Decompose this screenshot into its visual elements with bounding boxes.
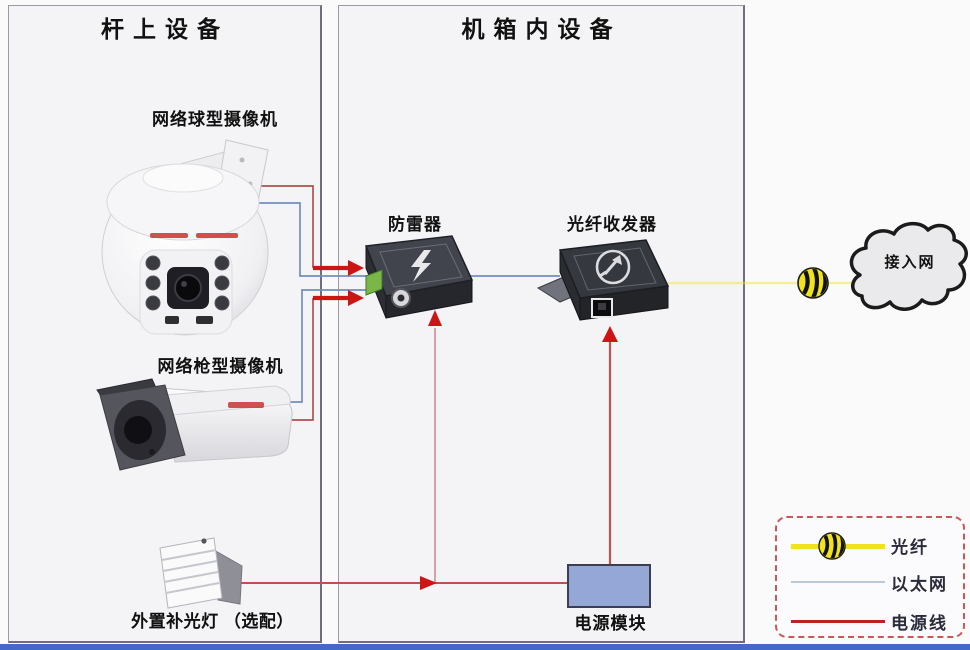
pole-panel-title: 杆上设备 (101, 16, 229, 42)
terminal-block (365, 269, 383, 296)
arrow-head-icon (602, 326, 618, 342)
power-line-dome (258, 185, 314, 268)
fiber-transceiver-illustration (536, 239, 670, 321)
access-network-label: 接入网 (884, 254, 936, 271)
power-arrows-into-surge (313, 260, 364, 306)
fill-light-illustration (159, 537, 243, 609)
dome-camera-label: 网络球型摄像机 (152, 110, 278, 129)
fiber-ball-icon (815, 529, 849, 563)
camera-branding-marks (228, 402, 264, 408)
arrow-head-icon (428, 310, 442, 326)
cabinet-equipment-panel (338, 5, 745, 643)
legend-item-ethernet: 以太网 (777, 567, 963, 597)
legend-label-power: 电源线 (891, 614, 948, 633)
bottom-blue-bar (0, 644, 970, 650)
power-distribution-lines (235, 310, 618, 590)
arrow-head-icon (348, 260, 364, 276)
power-line-swatch (791, 620, 885, 623)
surge-protector-illustration (364, 235, 474, 319)
legend-item-power: 电源线 (777, 606, 963, 636)
ethernet-line-bullet-to-surge (262, 289, 380, 403)
camera-lens (124, 416, 152, 444)
legend-item-fiber: 光纤 (777, 530, 963, 560)
camera-branding-marks (150, 233, 238, 238)
transfer-arrows-icon (595, 249, 631, 285)
fiber-transceiver-label: 光纤收发器 (567, 215, 657, 234)
arrow-head-icon (348, 290, 364, 306)
legend-label-ethernet: 以太网 (891, 575, 948, 594)
lightning-icon (411, 250, 431, 282)
camera-lens (174, 274, 202, 302)
power-module-label: 电源模块 (574, 614, 647, 633)
bullet-camera-illustration (96, 378, 293, 471)
ethernet-line-swatch (791, 581, 885, 583)
fill-light-label: 外置补光灯 （选配） (131, 612, 294, 631)
power-module-box (567, 564, 651, 608)
arrow-head-icon (420, 576, 437, 590)
fiber-ball-icon (798, 268, 828, 298)
cabinet-panel-title: 机箱内设备 (461, 16, 622, 42)
surge-protector-label: 防雷器 (388, 215, 442, 234)
legend-label-fiber: 光纤 (891, 538, 929, 557)
ir-led-dots (145, 255, 230, 311)
legend-box: 光纤 以太网 电源线 (775, 516, 965, 638)
power-lines-camera (258, 185, 314, 421)
access-network-cloud (849, 221, 968, 311)
bullet-camera-label: 网络枪型摄像机 (157, 357, 284, 376)
fill-light-grille (161, 549, 220, 594)
dome-camera-illustration (101, 139, 269, 336)
